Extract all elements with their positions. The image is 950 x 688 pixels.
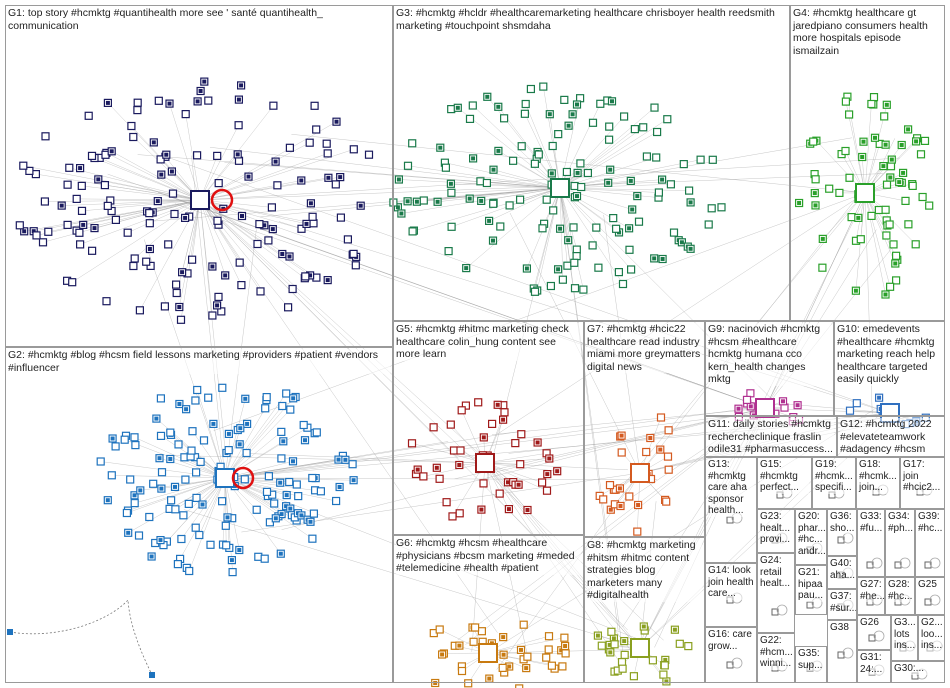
group-label-g37: G37: #sur... [830,591,854,614]
group-panel-g34: G34: #ph... [885,509,915,577]
group-panel-g17: G17: join #hcic2... [900,457,945,509]
group-panel-g35: G35: sup... [795,646,827,683]
group-panel-g12: G12: #hcmktg 2022 #elevateteamwork #adag… [837,416,945,457]
group-panel-g36: G36: sho... [827,509,857,556]
group-label-g26: G26 [860,617,888,629]
group-label-g33: G33: #fu... [860,511,882,534]
group-label-g20: G20: phar... #hc... andr... [798,511,824,557]
group-label-g8: G8: #hcmktg marketing #hitsm #hitmc cont… [587,539,702,602]
group-panel-g40: G40: aha... [827,556,857,589]
group-label-g23: G23: healt... provi... [760,511,792,546]
group-label-g16: G16: care grow... [708,629,754,652]
group-label-g5: G5: #hcmktg #hitmc marketing check healt… [396,323,581,361]
group-label-g27: G27: #he... [860,579,882,602]
group-panel-g37: G37: #sur... [827,589,857,620]
group-panel-g1: G1: top story #hcmktg #quantihealth more… [5,5,393,347]
group-panel-g26: G26 [857,615,891,650]
group-label-g3: G3: #hcmktg #hcldr #healthcaremarketing … [396,7,787,32]
group-label-g12: G12: #hcmktg 2022 #elevateteamwork #adag… [840,418,942,457]
group-panel-g6: G6: #hcmktg #hcsm #healthcare #physician… [393,535,584,683]
group-panel-g29: G2... loo... ins... [918,615,945,661]
group-panel-g30: G30:... [891,661,945,683]
group-panel-g28: G28: #hc... [885,577,915,615]
group-label-g1: G1: top story #hcmktg #quantihealth more… [8,7,390,32]
group-label-g29: G2... loo... ins... [921,617,942,652]
group-panel-g15: G15: #hcmktg perfect... [757,457,812,509]
group-panel-g9: G9: nacinovich #hcmktg #hcsm #healthcare… [705,321,834,416]
group-label-g24: G24: retail healt... [760,555,792,590]
group-label-g36: G36: sho... [830,511,854,534]
group-panel-g22: G22: #hcm... winni... [757,633,795,683]
group-panel-g4: G4: #hcmktg healthcare gt jaredpiano con… [790,5,945,321]
group-panel-g10: G10: emedevents #healthcare #hcmktg mark… [834,321,945,416]
group-panel-g14: G14: look join health care... [705,563,757,627]
group-panel-g31: G31: 24:... [857,650,891,683]
group-panel-g27: G27: #he... [857,577,885,615]
group-label-g35: G35: sup... [798,648,824,671]
group-label-g38: G38 [830,622,854,634]
group-panel-g21: G21: hipaa pau... [795,565,827,615]
group-panel-g8: G8: #hcmktg marketing #hitsm #hitmc cont… [584,537,705,683]
group-label-g22: G22: #hcm... winni... [760,635,792,670]
group-label-g7: G7: #hcmktg #hcic22 healthcare read indu… [587,323,702,373]
group-panel-g20: G20: phar... #hc... andr... [795,509,827,565]
group-label-g14: G14: look join health care... [708,565,754,600]
group-label-g9: G9: nacinovich #hcmktg #hcsm #healthcare… [708,323,831,386]
group-label-g34: G34: #ph... [888,511,912,534]
group-panel-g16: G16: care grow... [705,627,757,683]
group-label-g17: G17: join #hcic2... [903,459,942,494]
group-panel-g7: G7: #hcmktg #hcic22 healthcare read indu… [584,321,705,537]
group-label-g28: G28: #hc... [888,579,912,602]
group-panel-g38: G38 [827,620,857,683]
group-label-g21: G21: hipaa pau... [798,567,824,602]
group-label-g19: G19: #hcmk... specifi... [815,459,853,494]
group-label-g6: G6: #hcmktg #hcsm #healthcare #physician… [396,537,581,575]
group-panel-g23: G23: healt... provi... [757,509,795,553]
group-label-g39: G39: #hc... [918,511,942,534]
group-panel-g18: G18: #hcmk... join... [856,457,900,509]
group-label-g30: G30:... [894,663,942,675]
group-label-g32: G3... lots ins... [894,617,915,652]
group-label-g2: G2: #hcmktg #blog #hcsm field lessons ma… [8,349,390,374]
group-panel-g24: G24: retail healt... [757,553,795,633]
group-label-g18: G18: #hcmk... join... [859,459,897,494]
group-panel-g13: G13: #hcmktg care aha sponsor health... [705,457,757,563]
group-panel-g3: G3: #hcmktg #hcldr #healthcaremarketing … [393,5,790,321]
group-panel-g11: G11: daily stories #hcmktg recherchec​li… [705,416,837,457]
group-label-g4: G4: #hcmktg healthcare gt jaredpiano con… [793,7,942,57]
group-label-g40: G40: aha... [830,558,854,581]
group-panel-g2: G2: #hcmktg #blog #hcsm field lessons ma… [5,347,393,683]
group-panel-g33: G33: #fu... [857,509,885,577]
group-label-g10: G10: emedevents #healthcare #hcmktg mark… [837,323,942,386]
group-label-g25: G25 [918,579,942,591]
group-panel-g39: G39: #hc... [915,509,945,577]
group-panel-g5: G5: #hcmktg #hitmc marketing check healt… [393,321,584,535]
group-label-g31: G31: 24:... [860,652,888,675]
group-label-g11: G11: daily stories #hcmktg recherchec​li… [708,418,834,456]
group-panel-g25: G25 [915,577,945,615]
group-panel-g32: G3... lots ins... [891,615,918,661]
group-label-g13: G13: #hcmktg care aha sponsor health... [708,459,754,517]
group-panel-g19: G19: #hcmk... specifi... [812,457,856,509]
group-label-g15: G15: #hcmktg perfect... [760,459,809,494]
